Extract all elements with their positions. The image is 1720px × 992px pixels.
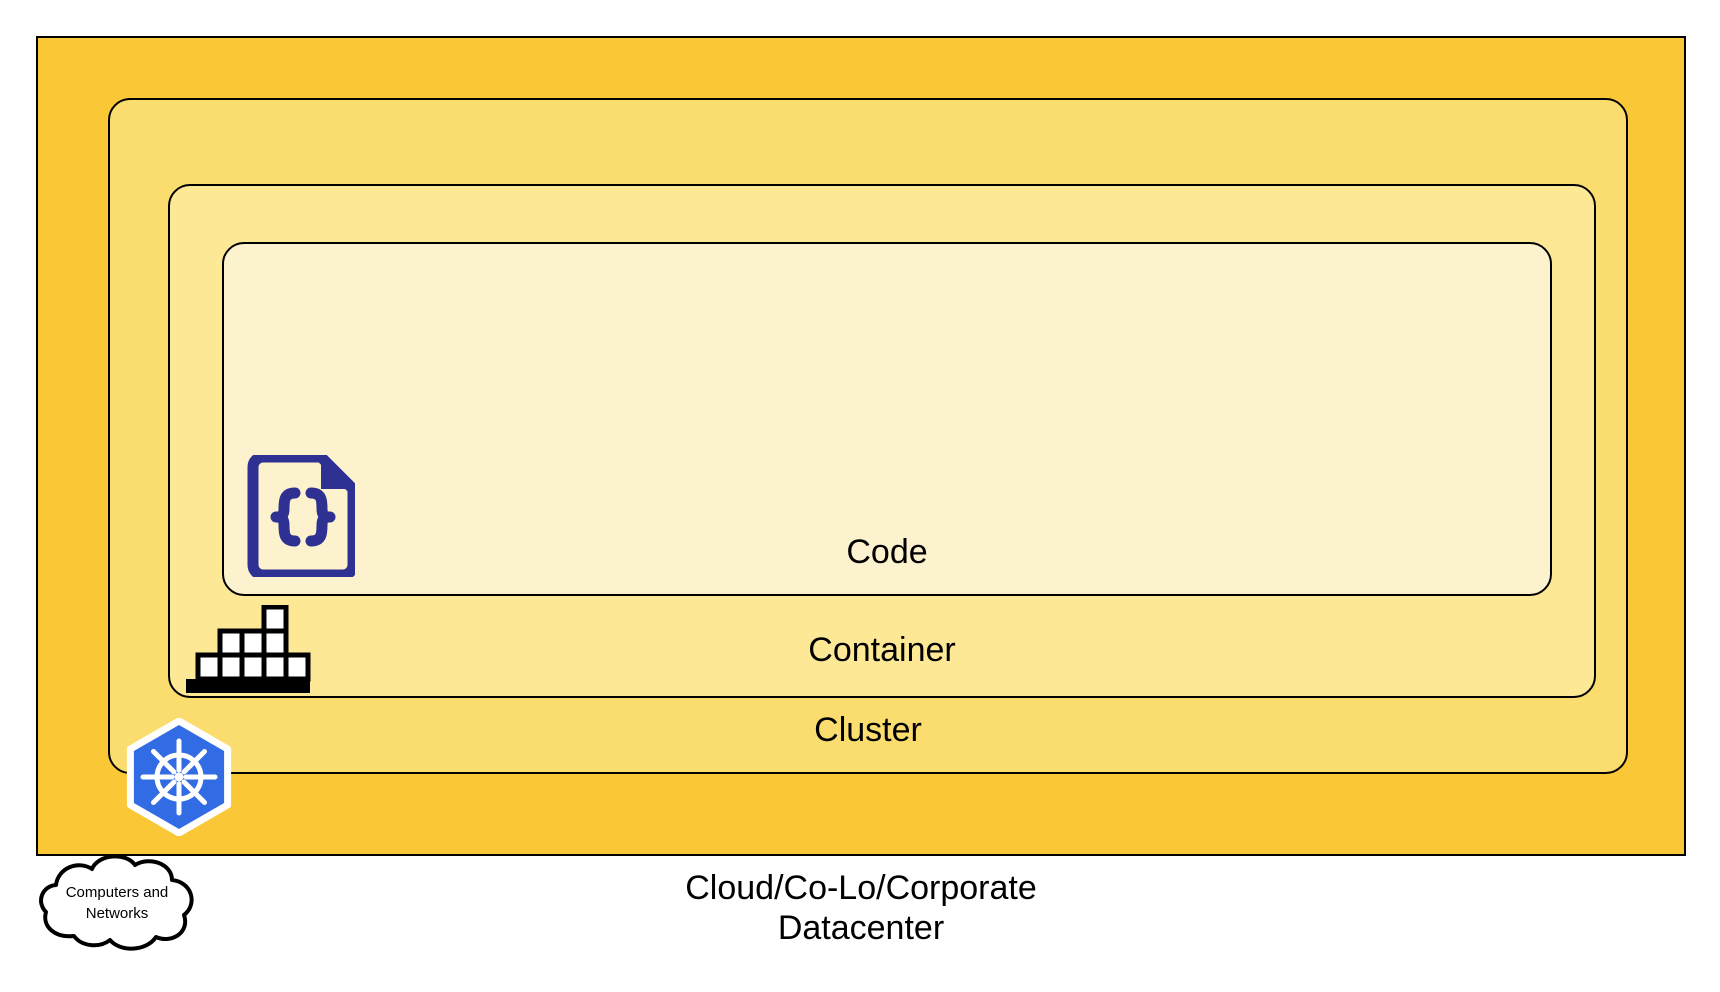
layer-code[interactable] — [222, 242, 1552, 596]
code-braces-document-icon — [243, 451, 359, 581]
kubernetes-icon — [120, 717, 238, 837]
cloud-label: Computers and Networks — [65, 884, 169, 922]
layer-label-code: Code — [846, 533, 928, 571]
layer-label-cluster: Cluster — [814, 711, 922, 749]
cloud-icon — [39, 854, 194, 951]
cloud-computers-networks[interactable]: Computers and Networks — [34, 852, 200, 954]
container-stack-icon — [184, 604, 312, 695]
layer-label-container: Container — [808, 631, 956, 669]
layer-label-datacenter: Cloud/Co-Lo/Corporate Datacenter — [685, 869, 1037, 947]
